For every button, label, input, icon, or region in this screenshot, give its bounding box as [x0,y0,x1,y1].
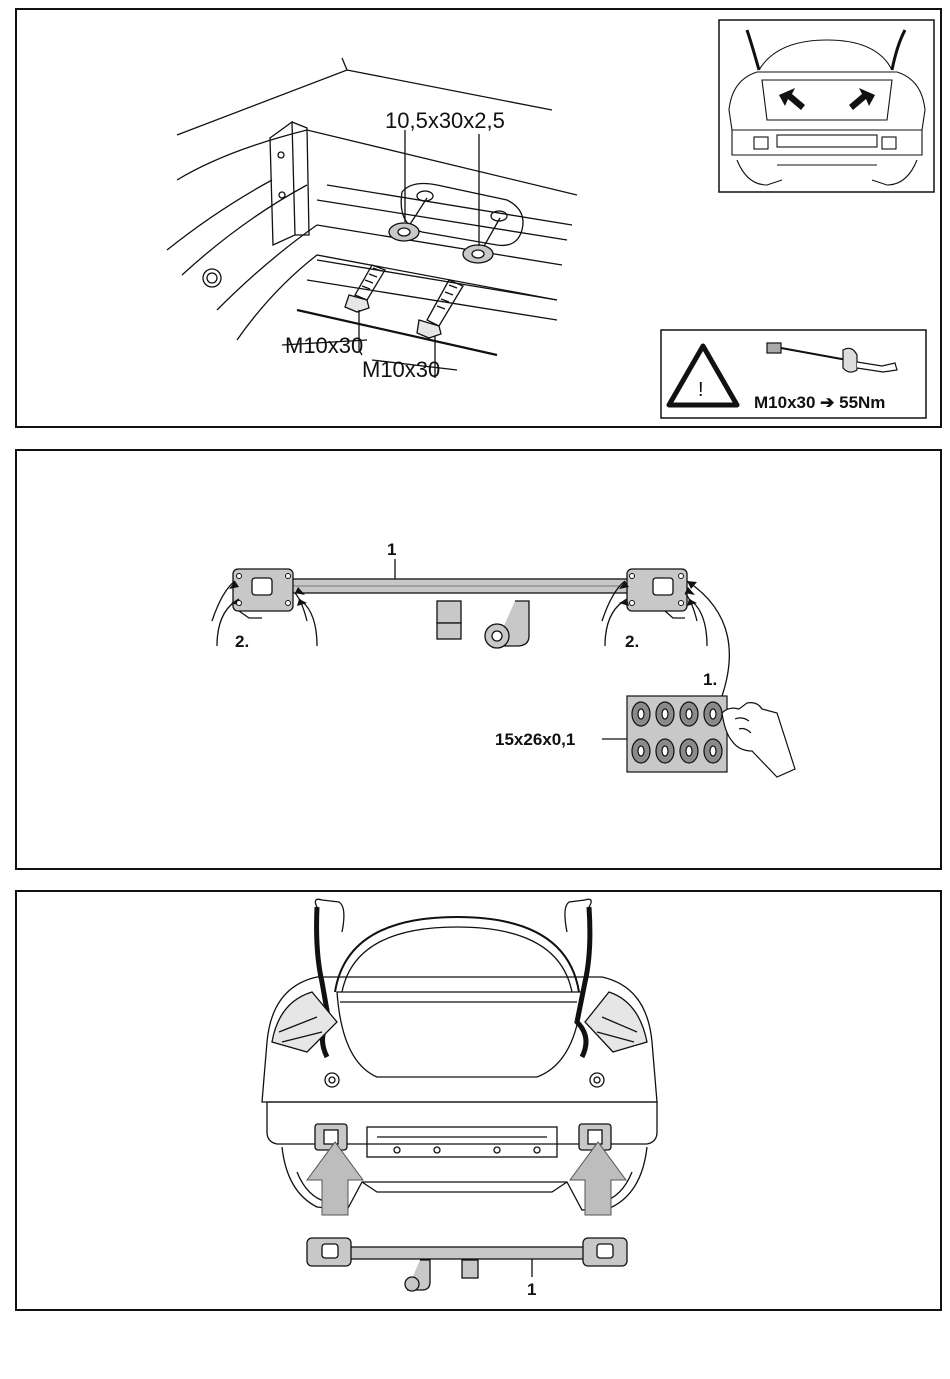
shim-sheet [602,696,727,772]
bolt-label-1: M10x30 [285,333,363,358]
trunk-floor-drawing: 10,5x30x2,5 M10x30 M10x30 [17,10,944,430]
step-panel-shims: 1 2. 2. 1. 15x26x0,1 [15,449,942,870]
bar-label: 1 [387,540,396,559]
washer-label: 10,5x30x2,5 [385,108,505,133]
car-rear-install-drawing: 1 [17,892,944,1313]
hand-icon [722,703,795,777]
inset-car-rear-view [719,20,934,192]
step-label-right: 2. [625,632,639,651]
hitch-bar-shim-drawing: 1 2. 2. 1. 15x26x0,1 [17,451,944,872]
bolt-label-2: M10x30 [362,357,440,382]
bar-label-install: 1 [527,1280,536,1299]
torque-warning-box: ! M10x30 ➔ 55Nm [661,330,926,418]
shim-label: 15x26x0,1 [495,730,575,749]
step-panel-bolts: 10,5x30x2,5 M10x30 M10x30 [15,8,942,428]
warning-symbol: ! [698,379,704,401]
torque-label: M10x30 ➔ 55Nm [754,393,885,412]
step-label-left: 2. [235,632,249,651]
step-panel-install: 1 [15,890,942,1311]
step-label-one: 1. [703,670,717,689]
